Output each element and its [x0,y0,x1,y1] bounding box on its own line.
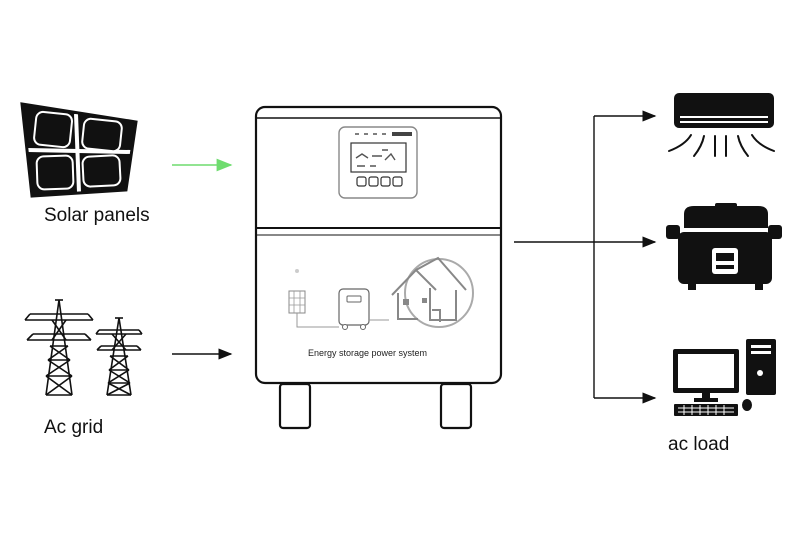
transmission-tower-icon [24,299,143,396]
energy-storage-unit [254,105,503,430]
desktop-computer-icon [673,339,776,416]
device-caption: Energy storage power system [308,348,427,358]
solar-panel-icon [20,102,138,198]
ac-grid-label: Ac grid [44,417,104,438]
ac-load-label: ac load [668,434,730,455]
output-branches [514,110,657,404]
rice-cooker-icon [666,203,782,290]
air-conditioner-icon [668,93,775,157]
solar-panels-label: Solar panels [44,205,150,226]
